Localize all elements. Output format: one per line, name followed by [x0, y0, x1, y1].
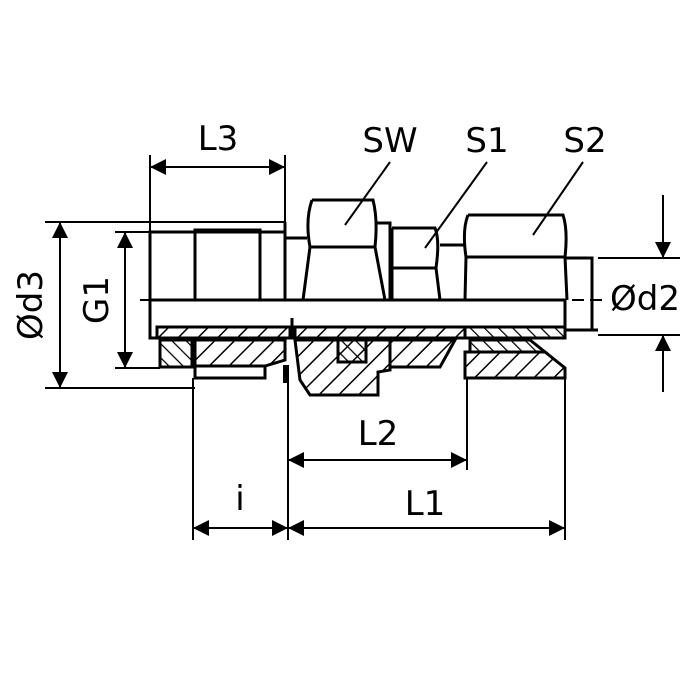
- label-S2: S2: [563, 121, 606, 161]
- s1-body-hex: [390, 226, 442, 301]
- section-view: [148, 298, 567, 397]
- label-L1: L1: [405, 484, 446, 524]
- thread-section: [193, 228, 262, 302]
- flange-face: [283, 222, 307, 300]
- fitting-body: [148, 198, 598, 332]
- label-L2: L2: [358, 414, 399, 454]
- stud-end: [193, 364, 267, 380]
- label-i: i: [235, 479, 244, 519]
- dimension-lines: [52, 159, 671, 536]
- leader-S1: [424, 161, 488, 249]
- seal-ring-mid: [336, 338, 368, 364]
- seal-ring-left: [158, 338, 194, 369]
- label-L3: L3: [198, 119, 239, 159]
- hatch-body-cone: [388, 338, 458, 369]
- label-d2: Ød2: [610, 279, 680, 319]
- label-SW: SW: [362, 121, 417, 161]
- s2-nut: [462, 213, 569, 301]
- bulkhead-ring: [283, 365, 289, 383]
- hatch-stud-lower: [193, 338, 287, 368]
- hatch-nut-lower: [463, 350, 567, 380]
- label-d3: Ød3: [11, 270, 51, 340]
- label-S1: S1: [465, 121, 508, 161]
- hatch-body-wall: [293, 325, 467, 340]
- body-step: [375, 221, 392, 300]
- label-G1: G1: [77, 276, 117, 324]
- tube: [565, 256, 598, 332]
- hatch-stud-wall: [155, 325, 292, 340]
- leader-S2: [532, 161, 584, 236]
- threaded-stud: [148, 230, 287, 302]
- leader-SW: [344, 161, 391, 226]
- hatch-cutting-ring: [468, 338, 550, 354]
- sw-nut: [301, 198, 387, 301]
- hatch-tube-wall: [463, 325, 567, 340]
